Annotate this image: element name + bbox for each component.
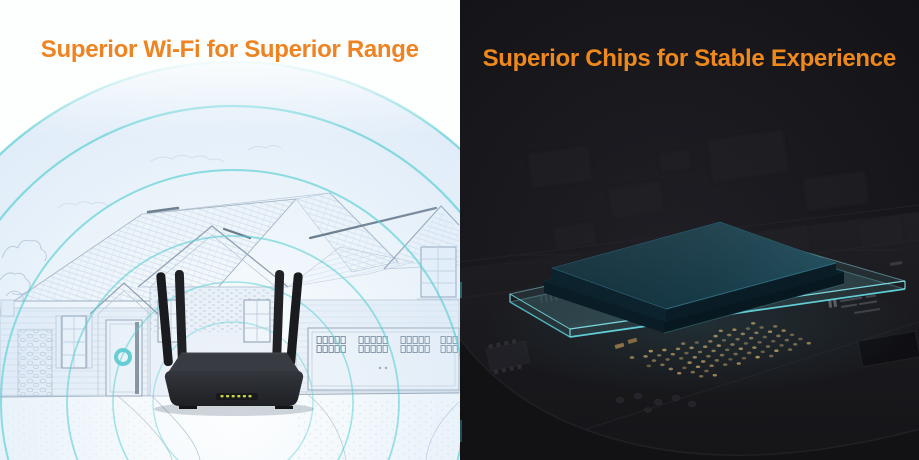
wifi-range-panel: Superior Wi-Fi for Superior Range	[0, 36, 460, 460]
led-indicators	[220, 395, 252, 398]
router-antenna	[174, 270, 187, 367]
router-antenna	[156, 272, 173, 367]
router-body	[164, 371, 304, 406]
router-top	[169, 353, 299, 371]
board-components	[527, 129, 904, 256]
wifi-range-rings	[0, 60, 460, 460]
circuit-board-scene	[459, 129, 919, 460]
router-illustration	[154, 270, 314, 416]
right-title: Superior Chips for Stable Experience	[482, 45, 897, 72]
cpu-chip	[542, 221, 845, 350]
router-antenna	[272, 270, 285, 367]
chip-panel: Superior Chips for Stable Experience	[459, 0, 919, 460]
router-antenna	[286, 272, 303, 367]
router-antennas	[156, 270, 303, 367]
wifi-house-scene	[0, 60, 460, 460]
left-title: Superior Wi-Fi for Superior Range	[40, 36, 419, 63]
